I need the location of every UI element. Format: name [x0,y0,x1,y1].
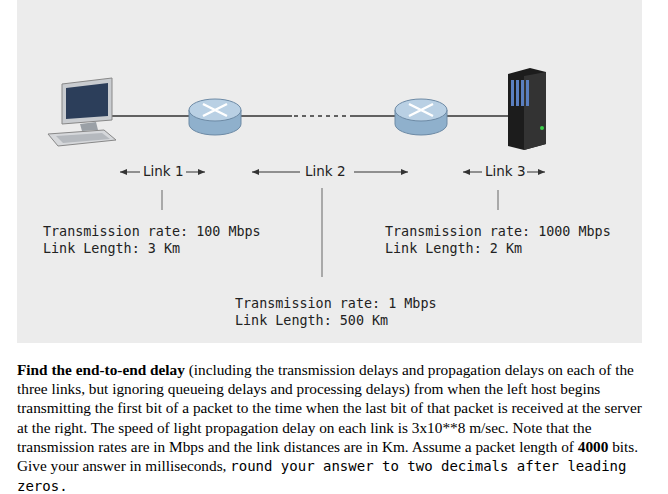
host-computer [48,78,116,146]
link-spec: Link Length: 3 Km [43,241,180,256]
link-label: Link 1 [143,163,184,179]
link-spec: Transmission rate: 100 Mbps [43,224,261,239]
link-spec: Transmission rate: 1 Mbps [235,296,437,311]
link-spec: Link Length: 500 Km [235,313,388,328]
link-arrow [186,172,205,173]
link-arrow [120,172,140,173]
question-paragraph: Find the end-to-end delay (including the… [17,360,643,494]
dashed-wire [294,115,348,117]
link-arrow [354,172,408,173]
link-label: Link 2 [305,163,346,179]
server-icon [508,68,546,150]
link-wire [240,115,292,117]
leader-line [322,188,323,277]
question-text: 4000 [578,438,609,455]
leader-line [498,190,499,210]
question-text: Find the end-to-end delay [17,361,185,378]
leader-line [162,190,163,210]
link-wire [112,115,190,117]
link-spec: Link Length: 2 Km [385,241,522,256]
link-wire [446,115,508,117]
link-spec: Transmission rate: 1000 Mbps [385,224,611,239]
router-icon [395,99,447,135]
link-wire [350,115,396,117]
link-arrow [463,172,482,173]
link-arrow [527,172,545,173]
link-label: Link 3 [485,163,526,179]
router-icon [189,99,241,135]
link-arrow [252,172,300,173]
